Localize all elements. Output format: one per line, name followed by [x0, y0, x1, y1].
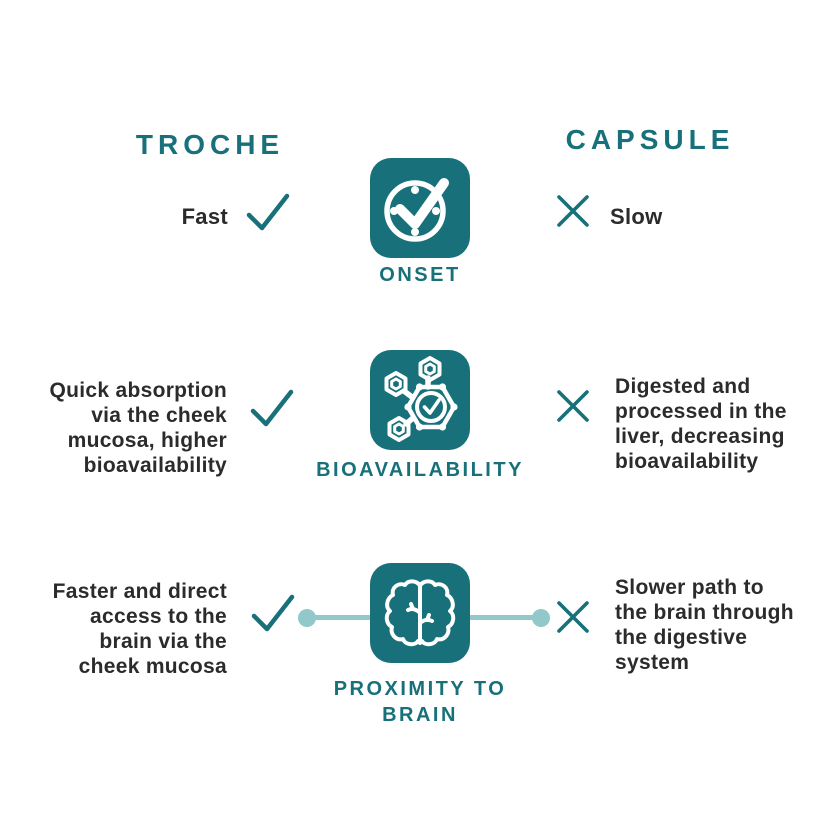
troche-bioavailability-text: Quick absorption via the cheek mucosa, h…	[49, 379, 227, 477]
check-icon	[250, 388, 294, 435]
row-caption-proximity-to-brain: PROXIMITY TO BRAIN	[333, 678, 507, 726]
cross-icon	[556, 600, 590, 639]
connector-dot-right	[532, 609, 550, 627]
row-caption-onset: ONSET	[379, 264, 461, 286]
brain-icon	[370, 563, 470, 663]
clock-check-icon	[370, 158, 470, 258]
connector-dot-left	[298, 609, 316, 627]
cross-icon	[556, 194, 590, 233]
column-header-troche: TROCHE	[135, 129, 285, 160]
check-icon	[246, 192, 290, 239]
capsule-bioavailability-text: Digested and processed in the liver, dec…	[615, 375, 787, 473]
connector-line-left	[306, 615, 372, 620]
column-header-capsule: CAPSULE	[565, 124, 735, 155]
cross-icon	[556, 389, 590, 428]
capsule-proximity-text: Slower path to the brain through the dig…	[615, 576, 794, 674]
troche-onset-text: Fast	[181, 204, 228, 229]
connector-line-right	[468, 615, 542, 620]
molecule-network-icon	[370, 350, 470, 450]
check-icon	[251, 593, 295, 640]
troche-proximity-text: Faster and direct access to the brain vi…	[52, 580, 227, 678]
row-caption-bioavailability: BIOAVAILABILITY	[316, 459, 524, 481]
capsule-onset-text: Slow	[610, 204, 663, 229]
